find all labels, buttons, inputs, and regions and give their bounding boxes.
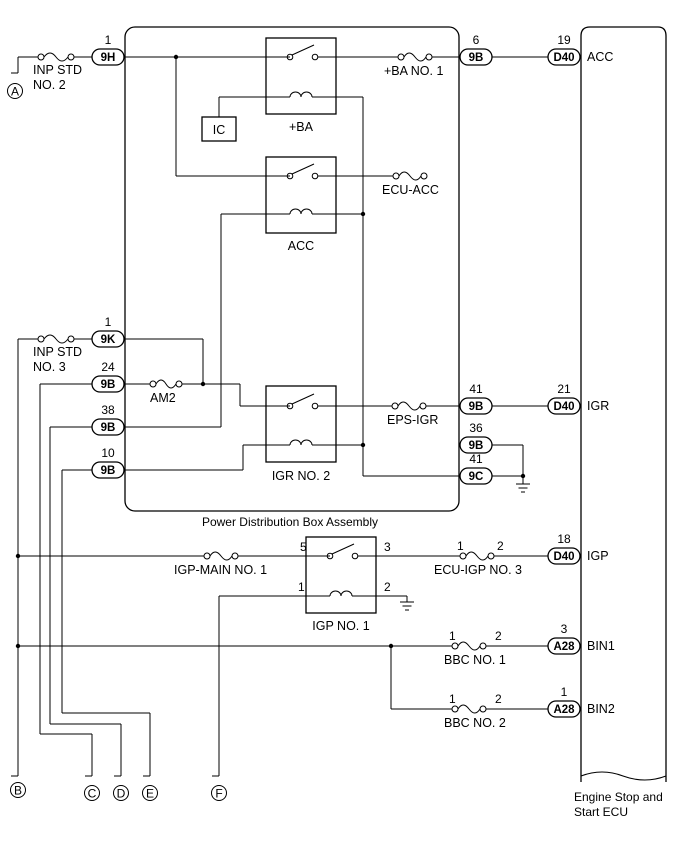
- pin-9k: 1: [105, 315, 112, 329]
- label-bbc2: BBC NO. 2: [444, 716, 506, 730]
- pin-24: 24: [101, 360, 115, 374]
- label-inp-std3-l1: INP STD: [33, 345, 82, 359]
- pin-10: 10: [101, 446, 115, 460]
- label-inp-std3-l2: NO. 3: [33, 360, 66, 374]
- pdb-title: Power Distribution Box Assembly: [202, 515, 378, 529]
- ref-a: A: [11, 85, 19, 99]
- fuses: [37, 52, 495, 714]
- pin-igp-in: 5: [300, 540, 307, 554]
- pin-3: 3: [561, 622, 568, 636]
- wires: [11, 56, 581, 777]
- reference-markers: A B C D E F: [7, 83, 227, 801]
- power-distribution-box: [124, 26, 460, 512]
- connector-9k: 9K: [101, 334, 116, 346]
- connector-d40-igr: D40: [553, 401, 574, 413]
- ecu-title-line1: Engine Stop and: [574, 790, 663, 804]
- connector-9b-36: 9B: [469, 440, 484, 452]
- engine-stop-start-ecu-box: [580, 26, 667, 782]
- connector-9b-10: 9B: [101, 465, 116, 477]
- connector-9h: 9H: [101, 52, 116, 64]
- relay-igr-no2: [265, 385, 337, 463]
- pin-41a: 41: [469, 382, 483, 396]
- fuse-bbc1: [451, 641, 487, 651]
- connector-a28-bin2: A28: [553, 704, 575, 716]
- pin-ecuigp-2: 2: [497, 539, 504, 553]
- connector-9b-41: 9B: [469, 401, 484, 413]
- connector-a28-bin1: A28: [553, 641, 575, 653]
- junction-dots: [15, 54, 526, 649]
- label-relay-ba: +BA: [289, 120, 314, 134]
- fuse-igp-main: [203, 551, 239, 561]
- pin-igp-coil1: 1: [298, 580, 305, 594]
- ref-f: F: [215, 787, 222, 801]
- ref-d: D: [117, 787, 126, 801]
- label-igp-main: IGP-MAIN NO. 1: [174, 563, 267, 577]
- fuse-ecu-acc: [392, 171, 428, 181]
- connectors: 9H 9K 9B 9B 9B 9B 9B 9B 9C D40 D40 D40 A…: [91, 48, 581, 718]
- ic-box: [201, 116, 237, 142]
- label-signal-bin1: BIN1: [587, 639, 615, 653]
- relay-igp-no1: [305, 536, 377, 614]
- label-relay-igr2: IGR NO. 2: [272, 469, 330, 483]
- label-relay-acc: ACC: [288, 239, 314, 253]
- pin-6: 6: [473, 33, 480, 47]
- pin-41b: 41: [469, 452, 483, 466]
- connector-d40-acc: D40: [553, 52, 574, 64]
- fuse-am2: [149, 379, 183, 389]
- label-ba-no1: +BA NO. 1: [384, 64, 443, 78]
- connector-d40-igp: D40: [553, 551, 574, 563]
- pin-igp-out: 3: [384, 540, 391, 554]
- connector-9b-24: 9B: [101, 379, 116, 391]
- relay-contacts: [286, 44, 359, 560]
- pin-bbc2-2: 2: [495, 692, 502, 706]
- pin-bbc2-1: 1: [449, 692, 456, 706]
- pin-igp-coil2: 2: [384, 580, 391, 594]
- pin-19: 19: [557, 33, 571, 47]
- pin-numbers: 1 1 24 38 10 6 41 36 41 19 21 18 3 1 5 3…: [101, 33, 571, 706]
- label-eps-igr: EPS-IGR: [387, 413, 438, 427]
- label-relay-igp: IGP NO. 1: [312, 619, 369, 633]
- pin-bbc1-2: 2: [495, 629, 502, 643]
- connector-9b-6: 9B: [469, 52, 484, 64]
- pin-ecuigp-1: 1: [457, 539, 464, 553]
- label-ecu-acc: ECU-ACC: [382, 183, 439, 197]
- fuse-bbc2: [451, 704, 487, 714]
- connector-9b-38: 9B: [101, 422, 116, 434]
- label-ecu-igp: ECU-IGP NO. 3: [434, 563, 522, 577]
- pin-21: 21: [557, 382, 571, 396]
- pin-1: 1: [561, 685, 568, 699]
- relay-acc: [265, 156, 337, 234]
- ecu-title-line2: Start ECU: [574, 805, 628, 819]
- label-bbc1: BBC NO. 1: [444, 653, 506, 667]
- label-signal-igp: IGP: [587, 549, 609, 563]
- label-signal-acc: ACC: [587, 50, 613, 64]
- pin-36: 36: [469, 421, 483, 435]
- fuse-ba-no1: [397, 52, 433, 62]
- label-am2: AM2: [150, 391, 176, 405]
- fuse-ecu-igp: [459, 551, 495, 561]
- label-signal-bin2: BIN2: [587, 702, 615, 716]
- connector-9c-41: 9C: [469, 471, 484, 483]
- label-signal-igr: IGR: [587, 399, 609, 413]
- ref-b: B: [14, 784, 22, 798]
- pin-38: 38: [101, 403, 115, 417]
- label-inp-std2-l1: INP STD: [33, 63, 82, 77]
- relay-coils: [289, 91, 353, 597]
- pin-18: 18: [557, 532, 571, 546]
- ground-symbols: [400, 483, 530, 611]
- ecu-box-break: [580, 771, 667, 781]
- pin-9h: 1: [105, 33, 112, 47]
- labels: INP STD NO. 2 INP STD NO. 3 +BA NO. 1 EC…: [33, 50, 663, 819]
- pin-bbc1-1: 1: [449, 629, 456, 643]
- fuse-eps-igr: [391, 401, 427, 411]
- fuse-inp-std3: [37, 334, 75, 344]
- label-ic: IC: [213, 123, 226, 137]
- relay-ba: [265, 37, 337, 115]
- fuse-inp-std2: [37, 52, 75, 62]
- ref-e: E: [146, 787, 154, 801]
- label-inp-std2-l2: NO. 2: [33, 78, 66, 92]
- ref-c: C: [88, 787, 97, 801]
